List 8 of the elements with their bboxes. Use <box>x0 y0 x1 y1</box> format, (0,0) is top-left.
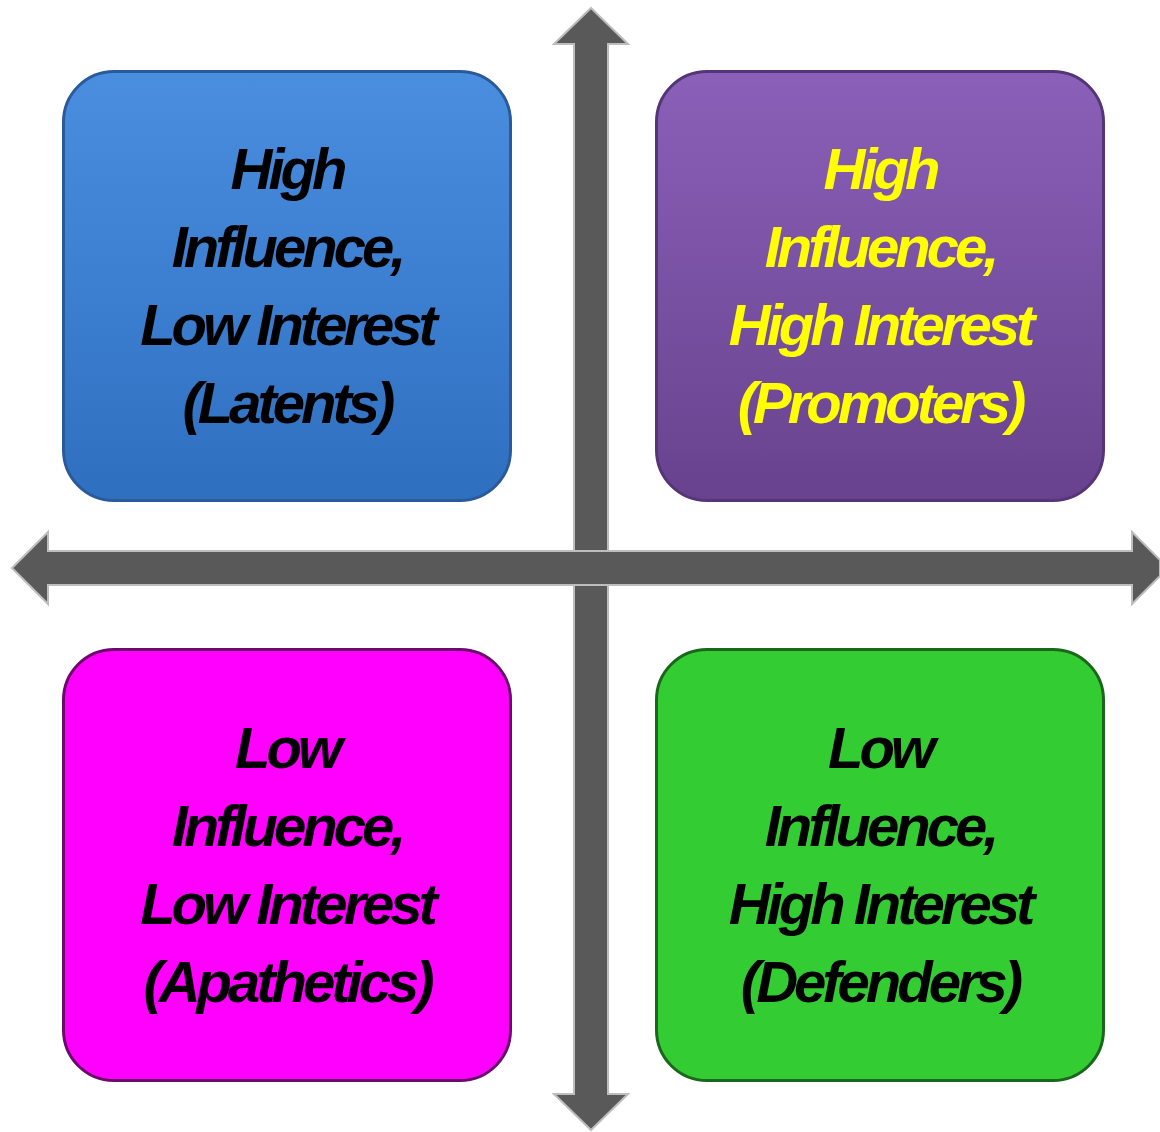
quadrant-box <box>62 70 512 502</box>
quadrant-box <box>655 70 1105 502</box>
quadrant-label: High Influence, Low Interest (Latents) <box>122 130 452 442</box>
quadrant-label: High Influence, High Interest (Promoters) <box>715 130 1045 442</box>
quadrant-box <box>62 648 512 1082</box>
quadrant-box <box>655 648 1105 1082</box>
quadrant-label: Low Influence, High Interest (Defenders) <box>715 709 1045 1021</box>
quadrant-label: Low Influence, Low Interest (Apathetics) <box>122 709 452 1021</box>
